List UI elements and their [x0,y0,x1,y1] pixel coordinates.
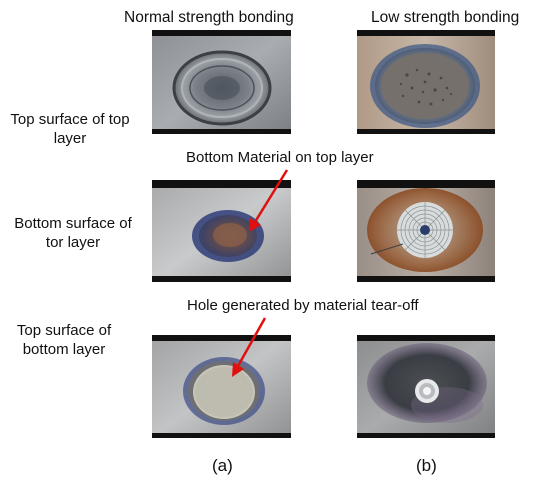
row-label-top-surface-top-layer: Top surface of top layer [0,110,140,148]
annotation-bottom-material: Bottom Material on top layer [186,149,374,166]
column-heading-normal: Normal strength bonding [124,9,294,26]
row-label-line: layer [53,130,87,147]
micrograph-top-surface-bottom-layer-normal [152,335,291,438]
row-label-top-surface-bottom-layer: Top surface of bottom layer [4,321,124,359]
row-label-bottom-surface-top-layer: Bottom surface of tor layer [2,214,144,252]
micrograph-bottom-surface-top-layer-low [357,180,495,282]
micrograph-top-surface-top-layer-normal [152,30,291,134]
micrograph-top-surface-top-layer-low [357,30,495,134]
annotation-hole: Hole generated by material tear-off [187,297,419,314]
row-label-line: Top surface of [16,322,112,339]
row-label-line: Bottom surface of [14,215,132,232]
row-label-line: tor layer [45,234,101,251]
row-label-line: bottom layer [22,341,106,358]
sublabel-a: (a) [212,456,233,475]
column-heading-low: Low strength bonding [371,9,520,26]
row-label-line: Top surface of top [10,111,130,128]
sublabel-b: (b) [416,456,437,475]
micrograph-top-surface-bottom-layer-low [357,335,495,438]
micrograph-bottom-surface-top-layer-normal [152,180,291,282]
